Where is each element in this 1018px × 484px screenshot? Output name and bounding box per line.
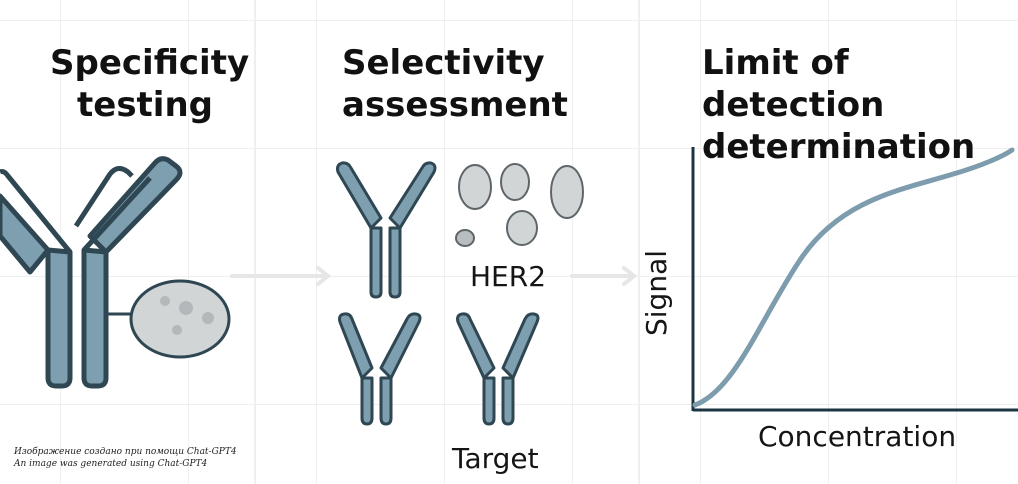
chart-xlabel: Concentration [758, 420, 957, 453]
antibody-icon-bottom-right [456, 312, 540, 426]
large-antibody-icon [0, 156, 183, 389]
panel-1-title: Specificity testing [50, 42, 249, 126]
antibody-icon-top [336, 161, 437, 299]
image-credit: Изображение создано при помощи Chat-GPT4… [14, 446, 237, 470]
panel-3-title: Limit of detection determination [702, 42, 1018, 168]
panel-2-title: Selectivity assessment [342, 42, 568, 126]
panel-3-title-line1: Limit of detection [702, 43, 885, 125]
panel-1-title-line2: testing [77, 85, 213, 125]
panel-3-title-line2: determination [702, 127, 976, 167]
her2-label: HER2 [470, 260, 547, 293]
credit-ru: Изображение создано при помощи Chat-GPT4 [14, 447, 237, 457]
flow-arrow-1 [230, 266, 332, 286]
panel-2-title-line1: Selectivity [342, 43, 545, 83]
antibody-icon-bottom-left [338, 312, 422, 426]
antigen-cell-icon [129, 279, 231, 359]
panel-2-title-line2: assessment [342, 85, 568, 125]
credit-en: An image was generated using Chat-GPT4 [14, 459, 208, 469]
chart-axes [691, 147, 1018, 412]
her2-particles-icon [455, 163, 584, 247]
panel-1-title-line1: Specificity [50, 43, 250, 83]
target-label: Target [452, 442, 539, 475]
flow-arrow-2 [570, 266, 638, 286]
chart-ylabel: Signal [640, 249, 673, 336]
panel-divider-2 [638, 0, 640, 484]
panel-divider-1 [254, 0, 256, 484]
chart-series-line [692, 147, 1015, 408]
